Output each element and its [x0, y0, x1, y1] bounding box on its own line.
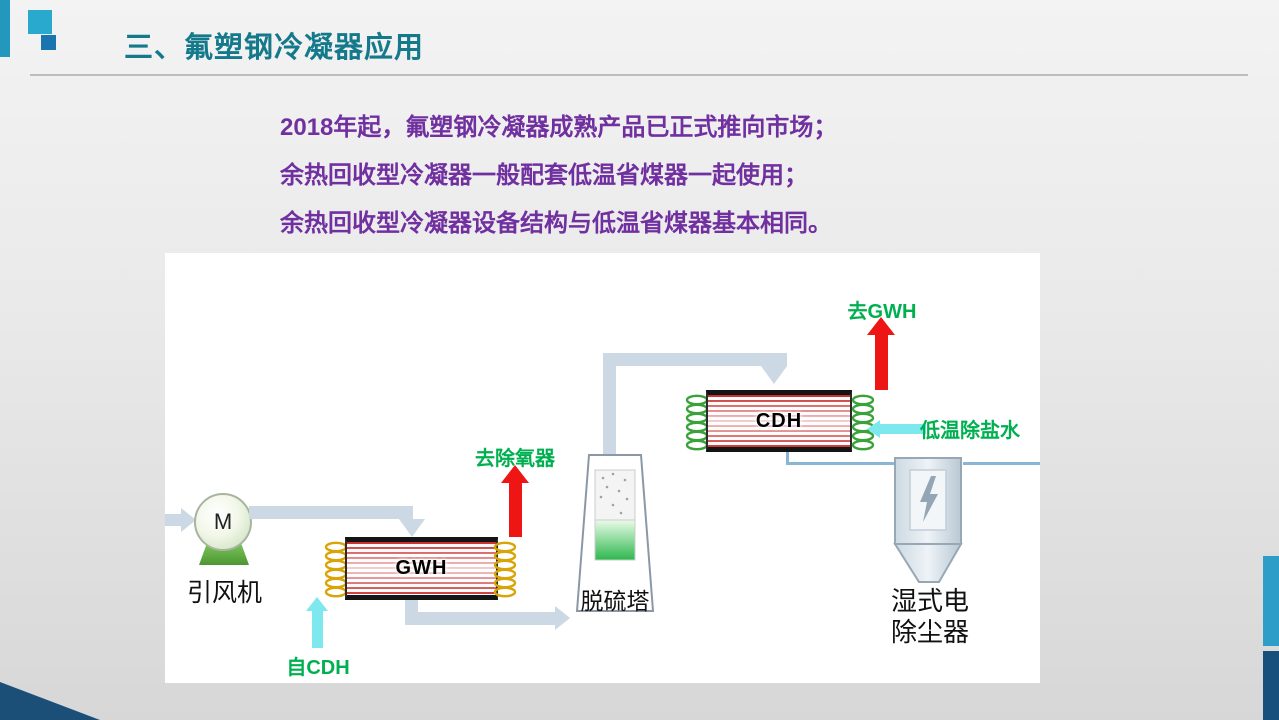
process-flow-diagram: M 引风机 GWH 去除氧器 自 — [165, 253, 1040, 683]
fan-motor-icon: M — [194, 493, 252, 551]
wet-esp-shape — [893, 457, 963, 583]
gwh-heat-exchanger: GWH — [345, 537, 498, 600]
cdh-water-arrow-segment — [880, 424, 926, 434]
fan-to-gwh-arrow-head — [399, 519, 425, 537]
cdh-to-esp-line-vertical — [786, 452, 789, 465]
decor-square-blue — [41, 35, 56, 50]
bullet-line-1: 2018年起，氟塑钢冷凝器成熟产品已正式推向市场； — [280, 114, 838, 141]
cdh-heat-exchanger: CDH — [706, 390, 852, 452]
lightning-icon — [920, 476, 938, 522]
gwh-inlet-arrow-head — [306, 597, 328, 611]
bullet-line-3: 余热回收型冷凝器设备结构与低温省煤器基本相同。 — [280, 210, 832, 237]
esp-label-line-2: 除尘器 — [890, 618, 969, 647]
esp-outlet-line — [963, 462, 1040, 465]
fan-label: 引风机 — [186, 580, 262, 607]
cdh-outlet-label: 去GWH — [847, 301, 917, 323]
left-accent-bar — [0, 0, 10, 57]
gwh-outlet-arrow-head — [501, 465, 529, 483]
cdh-outlet-arrow-head — [867, 317, 895, 335]
gwh-inlet-label: 自CDH — [286, 657, 350, 679]
esp-label: 湿式电 除尘器 — [870, 586, 990, 648]
decor-square-teal — [28, 10, 52, 34]
gwh-outlet-arrow-segment — [509, 482, 522, 537]
tower-to-cdh-arrow-vertical — [603, 359, 616, 455]
inlet-arrow-segment — [165, 514, 181, 526]
gwh-coil-right-icon — [493, 541, 517, 598]
tower-to-cdh-arrow-head — [761, 366, 787, 384]
gwh-inlet-arrow-segment — [312, 610, 323, 648]
gwh-to-tower-arrow-horizontal — [405, 612, 555, 625]
bullet-text-block: 2018年起，氟塑钢冷凝器成熟产品已正式推向市场； 余热回收型冷凝器一般配套低温… — [280, 104, 837, 248]
right-accent-bar-navy — [1263, 651, 1279, 720]
title-divider — [30, 74, 1248, 76]
inlet-arrow-head — [181, 508, 196, 532]
desulfurization-tower-shape — [575, 454, 655, 612]
tower-label: 脱硫塔 — [580, 589, 650, 614]
cdh-outlet-arrow-segment — [875, 334, 888, 390]
gwh-label: GWH — [395, 557, 448, 579]
cdh-label: CDH — [755, 409, 803, 432]
gwh-to-tower-arrow-head — [555, 606, 570, 630]
tower-to-cdh-arrow-horizontal — [603, 353, 787, 366]
bullet-line-2: 余热回收型冷凝器一般配套低温省煤器一起使用； — [280, 162, 808, 189]
right-accent-bar-teal — [1263, 556, 1279, 646]
fan-to-gwh-arrow-segment — [249, 506, 413, 519]
cdh-water-arrow-head — [867, 420, 880, 438]
corner-triangle-decor — [0, 682, 100, 720]
slide-title: 三、氟塑钢冷凝器应用 — [124, 32, 425, 64]
cdh-water-label: 低温除盐水 — [920, 420, 1020, 442]
esp-label-line-1: 湿式电 — [890, 587, 969, 616]
cdh-to-esp-line-horizontal — [786, 462, 895, 465]
gwh-outlet-label: 去除氧器 — [475, 448, 555, 470]
